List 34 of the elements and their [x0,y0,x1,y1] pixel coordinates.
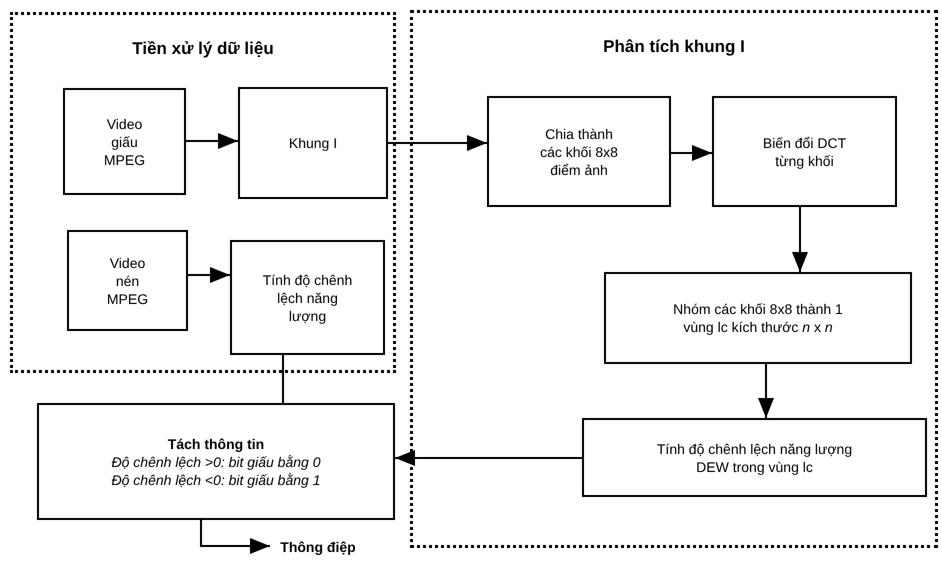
output-label: Thông điệp [280,538,356,556]
process-box [238,87,388,199]
connector-line [282,355,284,403]
group-title: Phân tích khung I [603,37,745,57]
arrow [671,145,712,161]
box-text: Nhóm các khối 8x8 thành 1 vùng lc kích thước n x n [672,300,844,336]
process-box [582,418,927,497]
arrow [395,450,582,466]
box-text: Độ chênh lệch >0: bit giấu bằng 0 [112,452,320,470]
process-box [712,96,897,207]
arrow [188,267,230,283]
process-box [487,96,671,207]
box-text: Tính độ chênh lệch năng lượng DEW trong vùng lc [656,440,854,476]
arrow [388,135,487,151]
box-text: Video nén MPEG [106,254,150,308]
dotted-group-box [10,12,396,373]
process-box [63,88,186,195]
box-text: Video giấu MPEG [102,114,146,168]
process-box [604,272,912,364]
box-text: Biến đổi DCT từng khối [762,134,848,170]
arrow [758,364,774,418]
dotted-group-box [410,10,938,548]
arrow [792,207,808,272]
box-text: Tách thông tin [168,434,264,452]
group-title: Tiền xử lý dữ liệu [132,39,274,59]
box-text: Tính độ chênh lệch năng lượng [262,270,353,324]
process-box [37,403,395,520]
process-box [67,230,188,331]
box-text: Khung I [288,134,338,152]
process-box [230,240,385,355]
arrow [186,133,238,149]
arrow [200,520,270,554]
box-text: Độ chênh lệch <0: bit giấu bằng 1 [112,470,320,488]
box-text: Chia thành các khối 8x8 điểm ảnh [539,124,619,178]
